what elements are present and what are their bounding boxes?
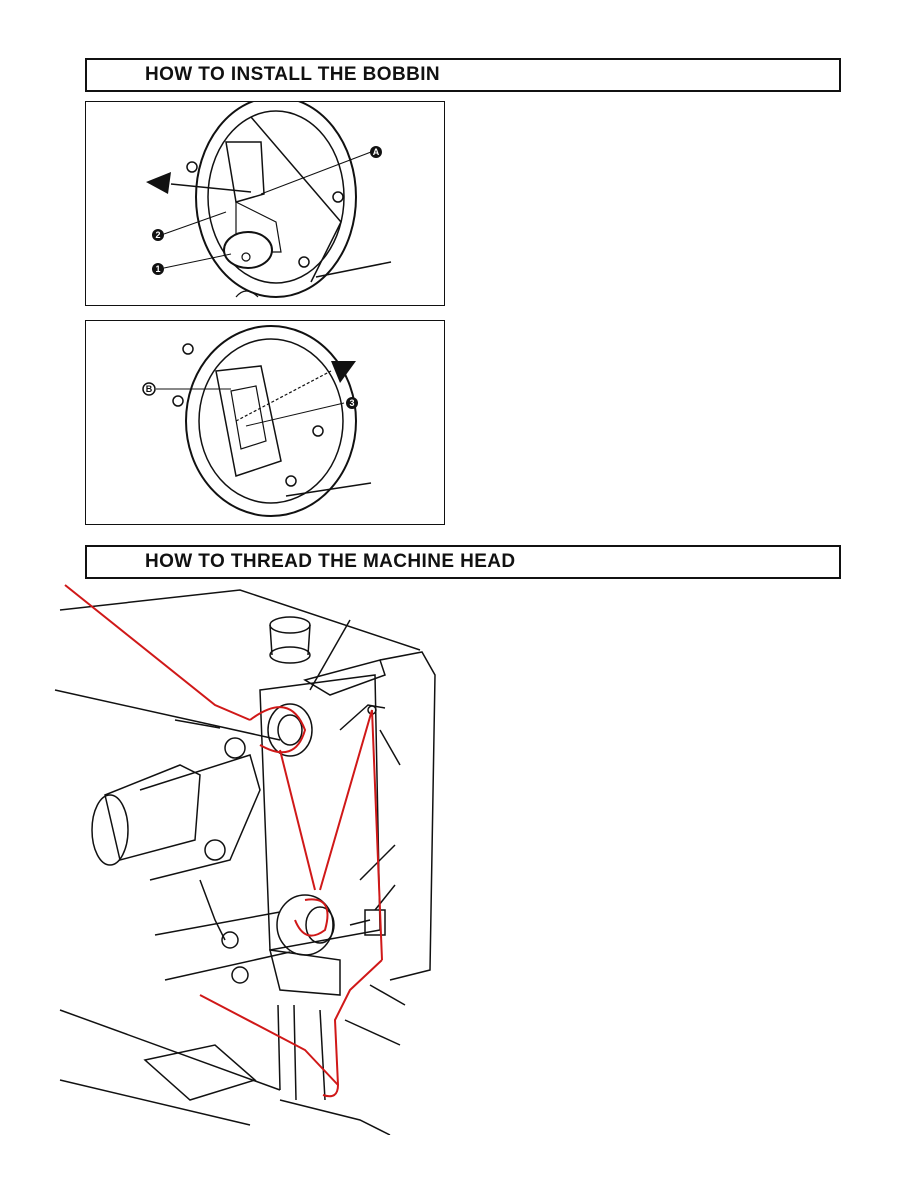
- bed-lower-edge: [59, 1079, 251, 1126]
- presser-bar: [199, 879, 226, 941]
- thread-segment: [294, 898, 329, 937]
- callout-line: [164, 951, 291, 981]
- thread-segment: [249, 706, 307, 754]
- bed-edge: [315, 261, 392, 278]
- top-cover: [303, 659, 386, 696]
- bobbin-figure-2: B 3: [85, 320, 445, 525]
- callout-label-a: A: [373, 147, 380, 157]
- tension-stud: [349, 919, 371, 926]
- hook-inner-ring: [198, 338, 344, 504]
- bobbin-case-inner: [230, 385, 267, 450]
- callout-line-2: [163, 211, 227, 235]
- spool-bottom: [269, 646, 311, 664]
- screw-icon: [298, 256, 310, 268]
- bobbin-figure-1: A 2 1: [85, 101, 445, 306]
- screw-icon: [186, 161, 198, 173]
- section-header-thread-machine-head: HOW TO THREAD THE MACHINE HEAD: [85, 545, 841, 579]
- face-plate: [379, 651, 436, 981]
- needle-bar-housing: [269, 949, 341, 996]
- callout-line-a: [260, 151, 372, 195]
- upper-tension-disc: [267, 703, 313, 757]
- lower-tension-spring: [305, 906, 335, 944]
- callout-line-1: [163, 253, 232, 269]
- bobbin-case-latch: [225, 141, 265, 203]
- thread-path: [64, 584, 383, 1098]
- thread-segment: [199, 994, 339, 1086]
- callout-line: [369, 984, 406, 1006]
- bed-edge: [285, 482, 372, 497]
- bed-edge: [59, 1009, 281, 1091]
- upper-tension-spring: [277, 714, 303, 746]
- thread-segment: [319, 709, 383, 961]
- screw-icon: [312, 425, 324, 437]
- callout-line: [309, 619, 351, 691]
- bobbin-hole: [241, 252, 251, 262]
- presser-foot-bar: [277, 1004, 297, 1101]
- take-up-lever: [339, 704, 386, 731]
- arm-top-edge: [59, 589, 421, 651]
- bobbin-illustration-1: A 2 1: [146, 102, 392, 298]
- callout-line: [374, 884, 396, 911]
- callout-line: [344, 1019, 401, 1046]
- thread-segment: [322, 959, 383, 1098]
- callout-label-3: 3: [349, 398, 354, 408]
- hook-inner-ring: [207, 110, 345, 284]
- callout-label-1: 1: [155, 264, 160, 274]
- callout-line: [174, 719, 221, 729]
- spool-top: [269, 616, 311, 634]
- callout-label-b: B: [146, 384, 153, 394]
- presser-screw: [204, 839, 226, 861]
- arm-cylinder: [104, 764, 201, 861]
- callout-badge-3: [346, 397, 358, 409]
- pull-line: [235, 370, 332, 422]
- callout-line-3: [245, 402, 345, 427]
- thread-segment: [64, 584, 251, 721]
- section-title: HOW TO THREAD THE MACHINE HEAD: [145, 551, 516, 572]
- callout-line: [154, 911, 281, 936]
- pull-line: [170, 183, 252, 193]
- hook-arm: [250, 116, 342, 283]
- pull-arrow-icon: [146, 172, 171, 194]
- pull-arrow-icon: [331, 361, 356, 383]
- bobbin-case: [215, 365, 282, 477]
- thread-segment: [279, 749, 316, 891]
- slide-plate: [143, 1044, 257, 1101]
- spool-sides: [269, 624, 311, 656]
- needle: [319, 1009, 326, 1101]
- callout-badge-2: [152, 229, 164, 241]
- callout-badge-b: [142, 382, 156, 396]
- shaft-end: [91, 794, 129, 866]
- bobbin-illustration-2: B 3: [142, 325, 372, 517]
- hook-ring: [195, 102, 357, 298]
- hook-ring: [185, 325, 357, 517]
- callout-label-2: 2: [155, 230, 160, 240]
- cam-housing: [139, 754, 261, 881]
- threading-illustration: [54, 584, 436, 1135]
- callout-badge-1: [152, 263, 164, 275]
- bobbin-case-front: [223, 231, 273, 269]
- screw-icon: [332, 191, 344, 203]
- rotate-arrow-icon: [235, 290, 259, 298]
- screw-icon: [221, 931, 239, 949]
- callout-badge-a: [370, 146, 382, 158]
- screw-icon: [231, 966, 249, 984]
- screw-icon: [172, 395, 184, 407]
- section-title: HOW TO INSTALL THE BOBBIN: [145, 64, 440, 85]
- arm-side-edge: [54, 689, 281, 741]
- threading-figure: [50, 580, 460, 1135]
- section-header-install-bobbin: HOW TO INSTALL THE BOBBIN: [85, 58, 841, 92]
- screw-icon: [182, 343, 194, 355]
- presser-foot: [279, 1099, 391, 1135]
- callout-line: [379, 729, 401, 766]
- screw-icon: [285, 475, 297, 487]
- tension-knob: [224, 737, 246, 759]
- head-body: [259, 674, 381, 951]
